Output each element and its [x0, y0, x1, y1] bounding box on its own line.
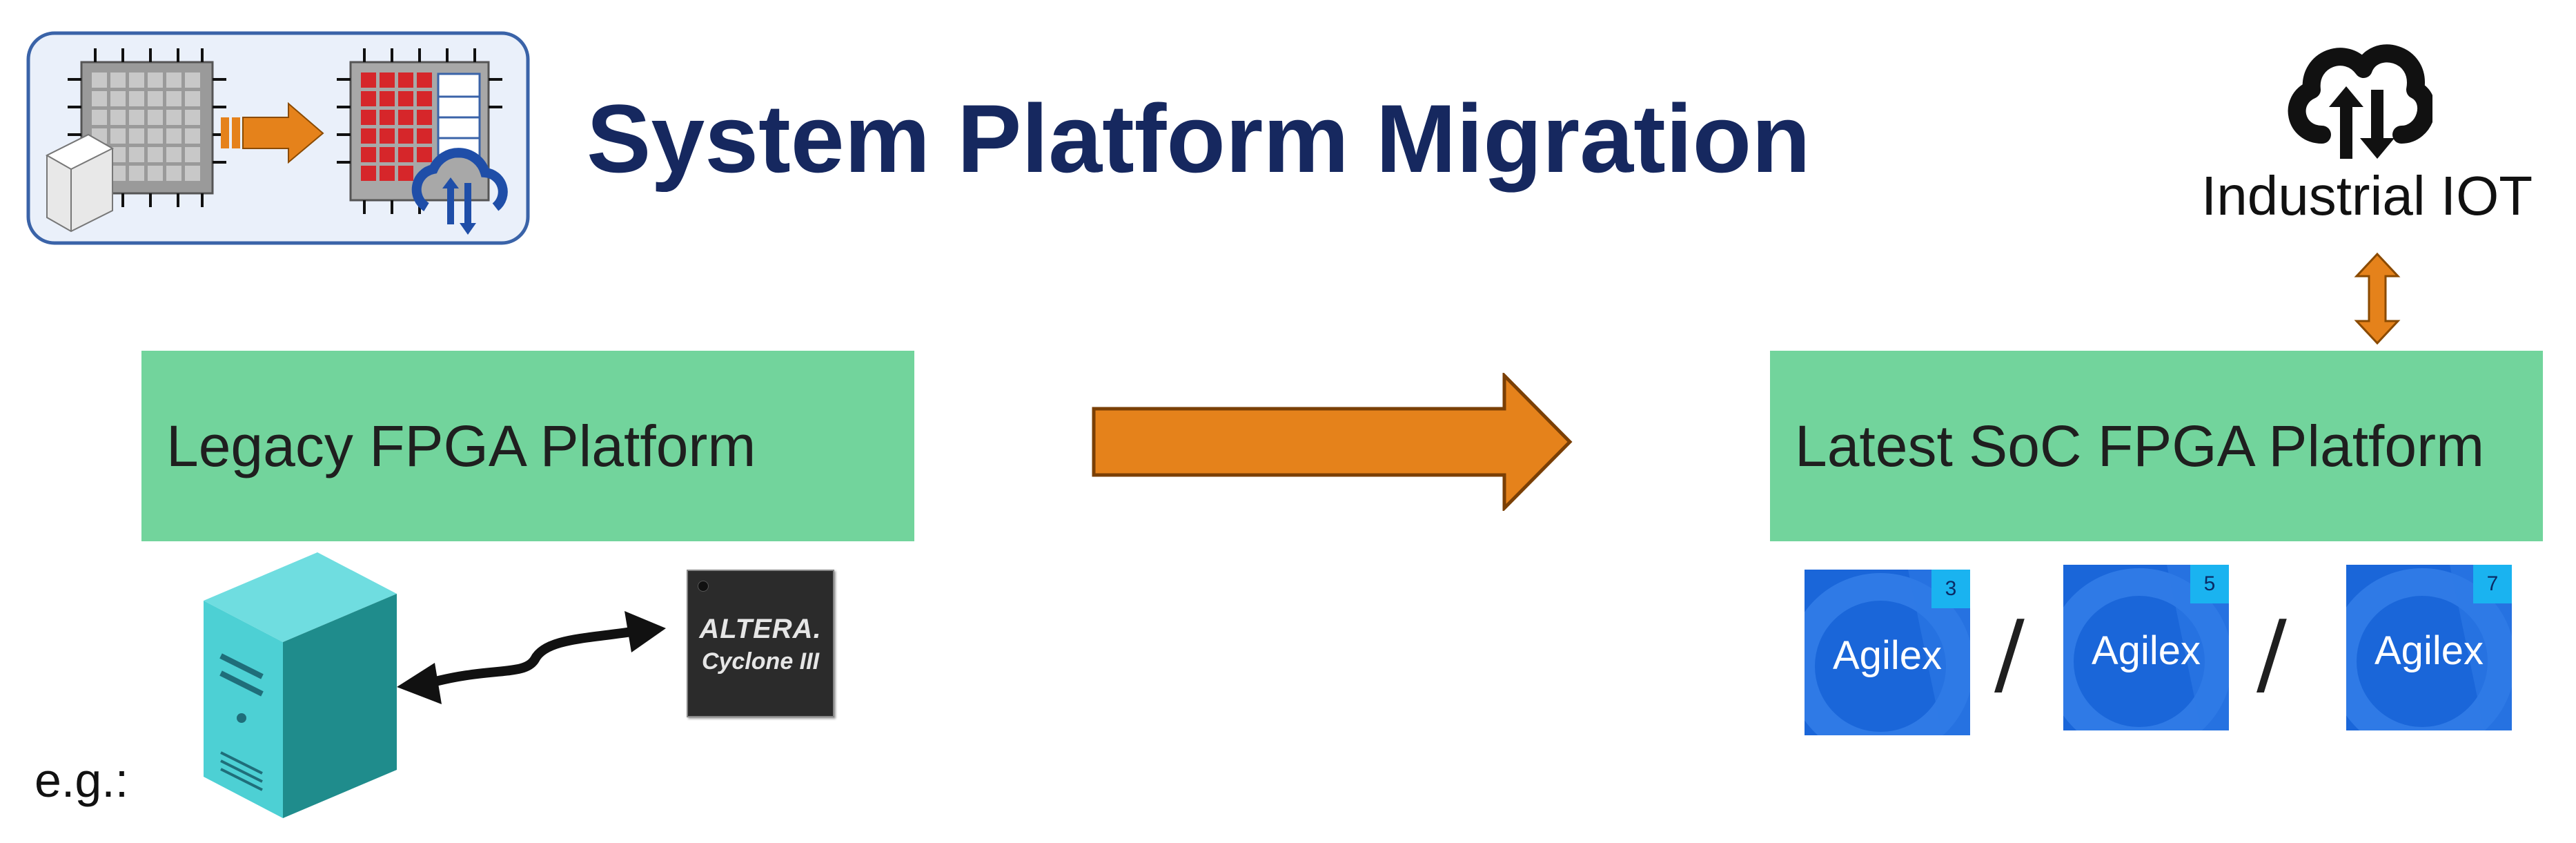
migration-arrow-icon: [1090, 371, 1573, 513]
fpga-chip-icon: ALTERA. Cyclone III: [687, 570, 834, 717]
agilex-3-number: 3: [1931, 570, 1970, 608]
agilex-swirl-icon: [2346, 565, 2512, 730]
example-label: e.g.:: [35, 753, 129, 807]
industrial-iot-label: Industrial IOT: [2201, 165, 2533, 226]
legacy-platform-label: Legacy FPGA Platform: [166, 414, 756, 478]
chip-brand: ALTERA.: [699, 614, 822, 644]
separator-1: /: [1994, 601, 2025, 706]
cloud-sync-icon: [2281, 21, 2436, 166]
agilex-7-logo: Agilex 7: [2346, 565, 2512, 730]
agilex-7-number: 7: [2473, 565, 2512, 603]
agilex-5-name: Agilex: [2092, 628, 2201, 674]
separator-2: /: [2257, 601, 2287, 706]
agilex-7-name: Agilex: [2375, 628, 2484, 674]
chip-model: Cyclone III: [701, 648, 820, 675]
migration-logo-icon: [26, 31, 530, 245]
legacy-platform-box: Legacy FPGA Platform: [141, 351, 914, 541]
latest-platform-label: Latest SoC FPGA Platform: [1795, 414, 2485, 478]
agilex-5-number: 5: [2190, 565, 2229, 603]
server-icon: [200, 552, 400, 822]
latest-platform-box: Latest SoC FPGA Platform: [1770, 351, 2543, 541]
agilex-5-logo: Agilex 5: [2063, 565, 2229, 730]
agilex-swirl-icon: [2063, 565, 2229, 730]
connection-arrow-icon: [393, 601, 669, 711]
agilex-3-name: Agilex: [1833, 633, 1942, 679]
double-arrow-icon: [2353, 252, 2401, 345]
page-title: System Platform Migration: [587, 84, 1811, 193]
agilex-3-logo: Agilex 3: [1805, 570, 1970, 735]
agilex-swirl-icon: [1805, 570, 1970, 735]
chip-pin-marker: [698, 581, 709, 592]
